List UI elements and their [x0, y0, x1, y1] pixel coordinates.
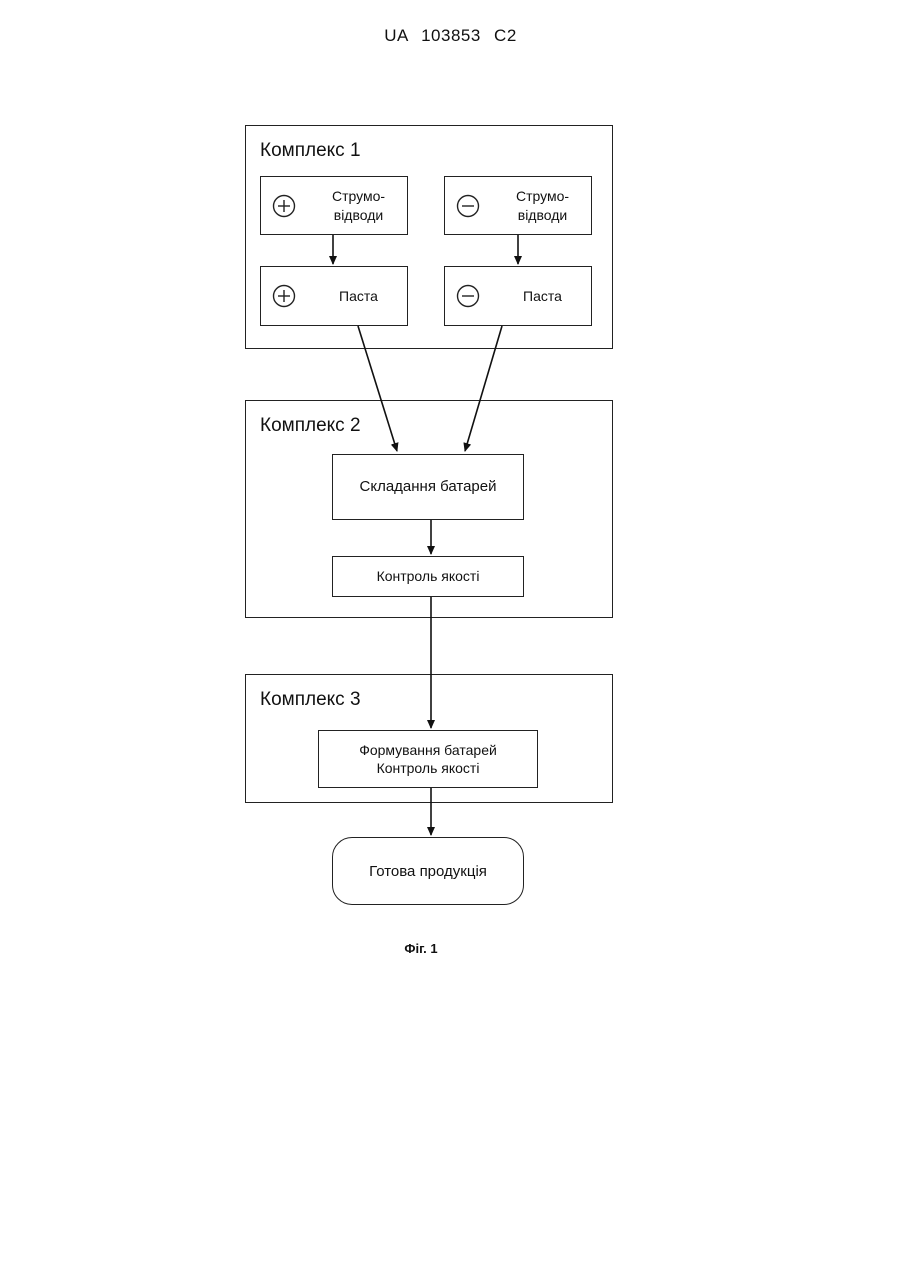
plus-circle-icon — [272, 284, 296, 308]
negative-paste-label: Паста — [500, 267, 585, 325]
complex-3-title: Комплекс 3 — [260, 689, 361, 711]
negative-current-collectors-box: Струмо- відводи — [444, 176, 592, 235]
minus-circle-icon — [456, 194, 480, 218]
positive-current-collectors-box: Струмо- відводи — [260, 176, 408, 235]
patent-header: UA 103853 C2 — [0, 26, 901, 46]
complex-1-title: Комплекс 1 — [260, 140, 361, 162]
positive-current-collectors-label: Струмо- відводи — [316, 177, 401, 234]
final-product-box: Готова продукція — [332, 837, 524, 905]
negative-paste-box: Паста — [444, 266, 592, 326]
minus-circle-icon — [456, 284, 480, 308]
plus-circle-icon — [272, 194, 296, 218]
battery-formation-box: Формування батарей Контроль якості — [318, 730, 538, 788]
quality-control-box: Контроль якості — [332, 556, 524, 597]
figure-caption: Фіг. 1 — [371, 941, 471, 956]
complex-2-title: Комплекс 2 — [260, 415, 361, 437]
negative-current-collectors-label: Струмо- відводи — [500, 177, 585, 234]
positive-paste-label: Паста — [316, 267, 401, 325]
formation-quality-control-label: Контроль якості — [377, 759, 480, 777]
battery-formation-label: Формування батарей — [359, 741, 497, 759]
positive-paste-box: Паста — [260, 266, 408, 326]
battery-assembly-box: Складання батарей — [332, 454, 524, 520]
